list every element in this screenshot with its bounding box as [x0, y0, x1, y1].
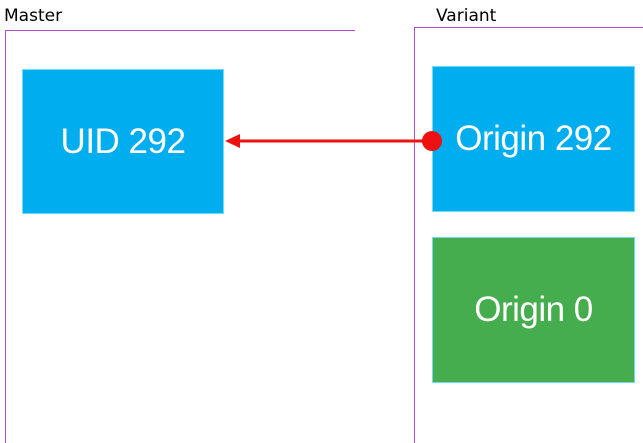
master-panel-top-border: [5, 30, 355, 31]
master-panel-label: Master: [4, 6, 63, 26]
link-arrowhead: [225, 134, 240, 148]
master-panel-left-border: [5, 30, 6, 443]
variant-panel-top-border: [414, 27, 643, 28]
uid-292-label: UID 292: [60, 121, 186, 161]
variant-panel-label: Variant: [436, 6, 497, 26]
origin-292-label: Origin 292: [455, 119, 612, 158]
variant-panel-left-border: [414, 27, 415, 443]
origin-292-box[interactable]: Origin 292: [432, 66, 635, 212]
origin-0-box[interactable]: Origin 0: [432, 237, 635, 383]
origin-0-label: Origin 0: [474, 290, 593, 329]
uid-292-box[interactable]: UID 292: [22, 69, 224, 214]
